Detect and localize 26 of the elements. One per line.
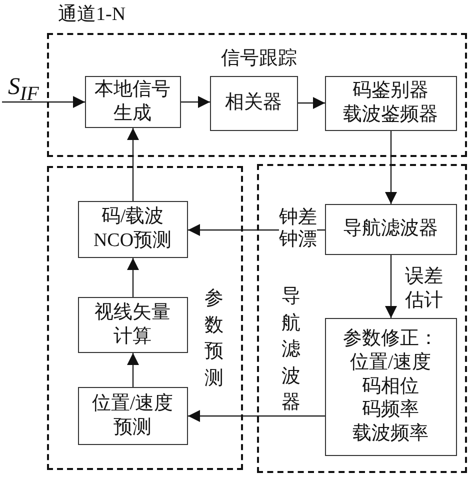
arrow — [127, 353, 139, 387]
group-heading: 参数预测 — [204, 287, 224, 391]
process-box: 相关器 — [210, 76, 298, 130]
group-frame — [257, 164, 467, 473]
arrow — [385, 255, 397, 318]
process-box: 导航滤波器 — [324, 204, 456, 254]
arrow — [127, 128, 139, 201]
arrow — [2, 96, 85, 108]
channel-label: 通道1-N — [58, 3, 126, 27]
edge-label: S$_{IF}$ — [8, 73, 39, 107]
process-box: 码/载波NCO预测 — [78, 200, 188, 258]
group-frame — [47, 33, 467, 157]
group-heading: 导航滤波器 — [280, 285, 302, 416]
group-heading: 信号跟踪 — [220, 47, 298, 71]
process-box: 本地信号生成 — [84, 76, 180, 128]
arrow — [188, 410, 325, 422]
arrow — [181, 96, 210, 108]
arrow — [298, 97, 325, 109]
arrow — [127, 258, 139, 297]
process-box: 码鉴别器载波鉴频器 — [324, 76, 456, 130]
edge-label: 误差估计 — [405, 265, 443, 312]
process-box: 视线矢量计算 — [78, 296, 188, 352]
group-frame — [47, 166, 243, 470]
process-box: 位置/速度预测 — [78, 386, 188, 444]
arrow — [385, 131, 397, 204]
process-box: 参数修正：位置/速度码相位码频率载波频率 — [324, 318, 456, 456]
